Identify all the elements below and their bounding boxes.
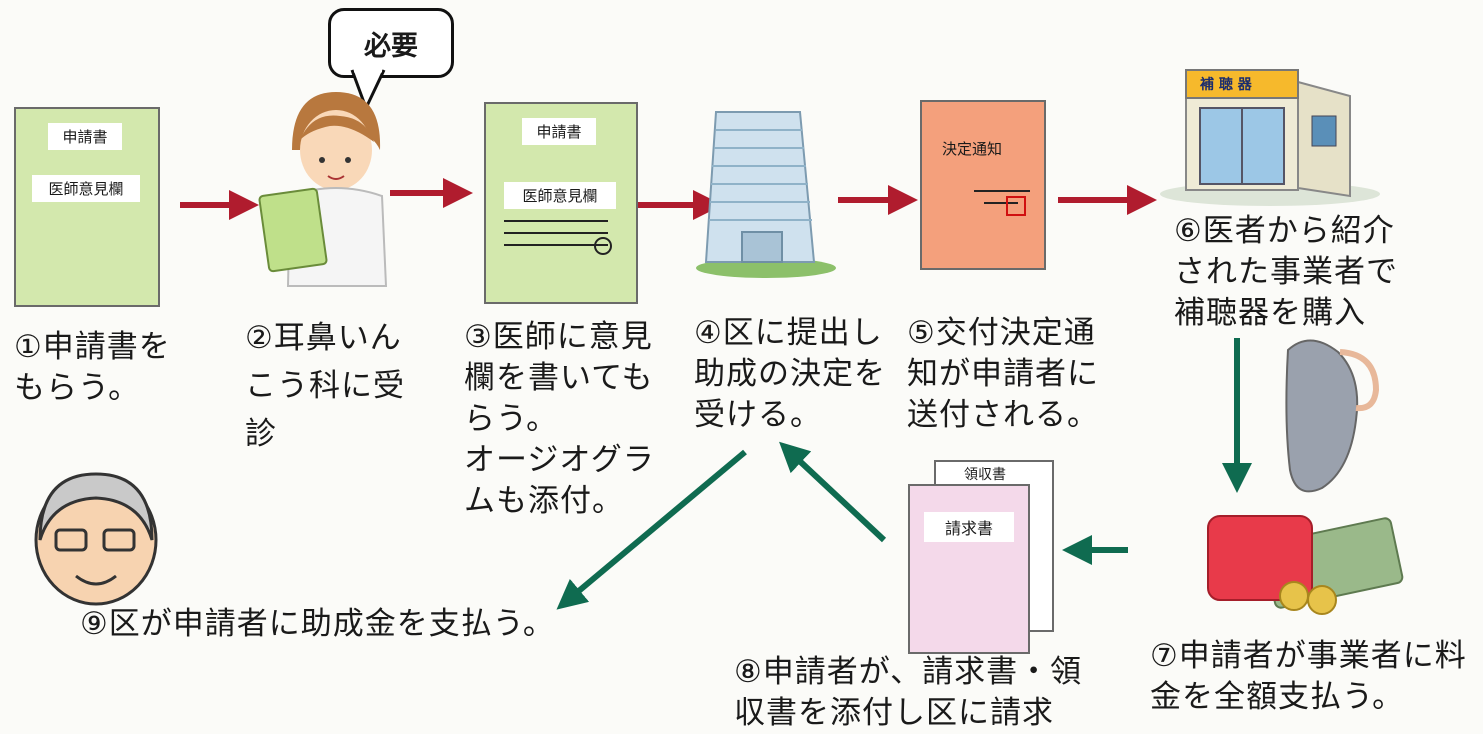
step-2-label: ②耳鼻いん こう科に受 診 [245,320,405,452]
decision-notice-icon: 決定通知 [920,100,1046,270]
step-1-label: ①申請書を もらう。 [14,329,171,406]
form-line [504,244,608,246]
speech-bubble: 必要 [328,8,454,78]
notice-line [974,190,1030,192]
invoice-title: 請求書 [924,512,1014,542]
application-form-icon: 申請書 医師意見欄 [14,107,160,307]
step-9-label: ⑨区が申請者に助成金を支払う。 [80,606,555,642]
form-line [504,220,608,222]
form-field-label: 医師意見欄 [32,175,140,202]
shop-sign-text: 補 聴 器 [1200,77,1252,93]
notice-line [984,202,1018,204]
invoice-icon: 請求書 [908,484,1030,654]
step-3-label: ③医師に意見 欄を書いても らう。 オージオグラ ムも添付。 [464,319,655,519]
arrow-8-4 [779,441,887,543]
form-field-label: 医師意見欄 [504,182,616,209]
form-title: 申請書 [48,123,122,150]
step-5-label: ⑤交付決定通 知が申請者に 送付される。 [907,315,1099,433]
step-4-label: ④区に提出し 助成の決定を 受ける。 [694,315,886,433]
receipt-title: 領収書 [964,467,1006,483]
arrow-4-9 [556,449,747,610]
form-title: 申請書 [522,118,596,145]
seal-icon [594,237,612,255]
step-6-label: ⑥医者から紹介 された事業者で 補聴器を購入 [1174,213,1398,331]
notice-stamp [1006,196,1026,216]
bubble-text: 必要 [364,30,418,62]
notice-title: 決定通知 [942,140,1003,158]
form-line [504,232,608,234]
step-7-label: ⑦申請者が事業者に料 金を全額支払う。 [1150,638,1467,715]
completed-form-icon: 申請書 医師意見欄 [484,102,638,304]
